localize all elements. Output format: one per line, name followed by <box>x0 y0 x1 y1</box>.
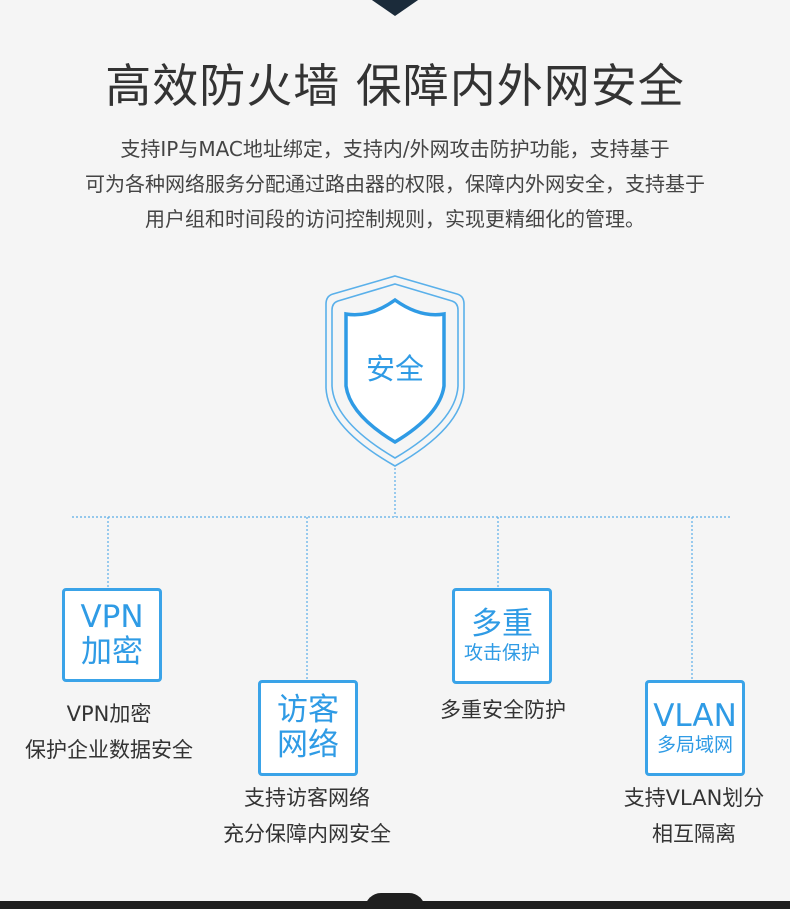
caption-line: 保护企业数据安全 <box>25 738 193 762</box>
feature-caption-vlan: 支持VLAN划分 相互隔离 <box>590 780 790 852</box>
feature-box-line: VLAN <box>653 698 737 734</box>
feature-box-line: 多重 <box>471 606 533 642</box>
feature-box-attack-protection: 多重 攻击保护 <box>452 588 552 684</box>
feature-box-vpn: VPN 加密 <box>62 588 162 682</box>
caption-line: 充分保障内网安全 <box>223 822 391 846</box>
intro-text: 支持IP与MAC地址绑定，支持内/外网攻击防护功能，支持基于 可为各种网络服务分… <box>20 132 770 237</box>
caption-line: VPN加密 <box>66 702 152 726</box>
intro-line: 支持IP与MAC地址绑定，支持内/外网攻击防护功能，支持基于 <box>120 137 670 161</box>
feature-caption-attack-protection: 多重安全防护 <box>394 692 612 728</box>
caption-line: 多重安全防护 <box>440 698 566 722</box>
feature-box-line: 多局域网 <box>656 734 733 756</box>
intro-line: 可为各种网络服务分配通过路由器的权限，保障内外网安全，支持基于 <box>85 172 705 196</box>
feature-box-line: VPN <box>80 599 144 635</box>
feature-caption-guest-network: 支持访客网络 充分保障内网安全 <box>198 780 416 852</box>
feature-box-line: 网络 <box>277 727 339 763</box>
bottom-bar-decoration <box>0 893 790 909</box>
feature-box-vlan: VLAN 多局域网 <box>645 680 745 776</box>
feature-box-line: 访客 <box>277 692 339 728</box>
caption-line: 支持访客网络 <box>244 786 370 810</box>
feature-caption-vpn: VPN加密 保护企业数据安全 <box>0 696 218 768</box>
feature-box-line: 加密 <box>81 634 143 670</box>
bottom-notch-decoration <box>365 893 425 909</box>
caption-line: 支持VLAN划分 <box>623 786 765 810</box>
feature-box-guest-network: 访客 网络 <box>258 680 358 776</box>
shield-label: 安全 <box>365 352 424 386</box>
feature-box-line: 攻击保护 <box>463 642 540 664</box>
page-title: 高效防火墙 保障内外网安全 <box>105 59 685 113</box>
caption-line: 相互隔离 <box>652 822 736 846</box>
top-notch-decoration <box>369 0 421 16</box>
intro-line: 用户组和时间段的访问控制规则，实现更精细化的管理。 <box>145 207 645 231</box>
shield-icon <box>325 275 465 467</box>
